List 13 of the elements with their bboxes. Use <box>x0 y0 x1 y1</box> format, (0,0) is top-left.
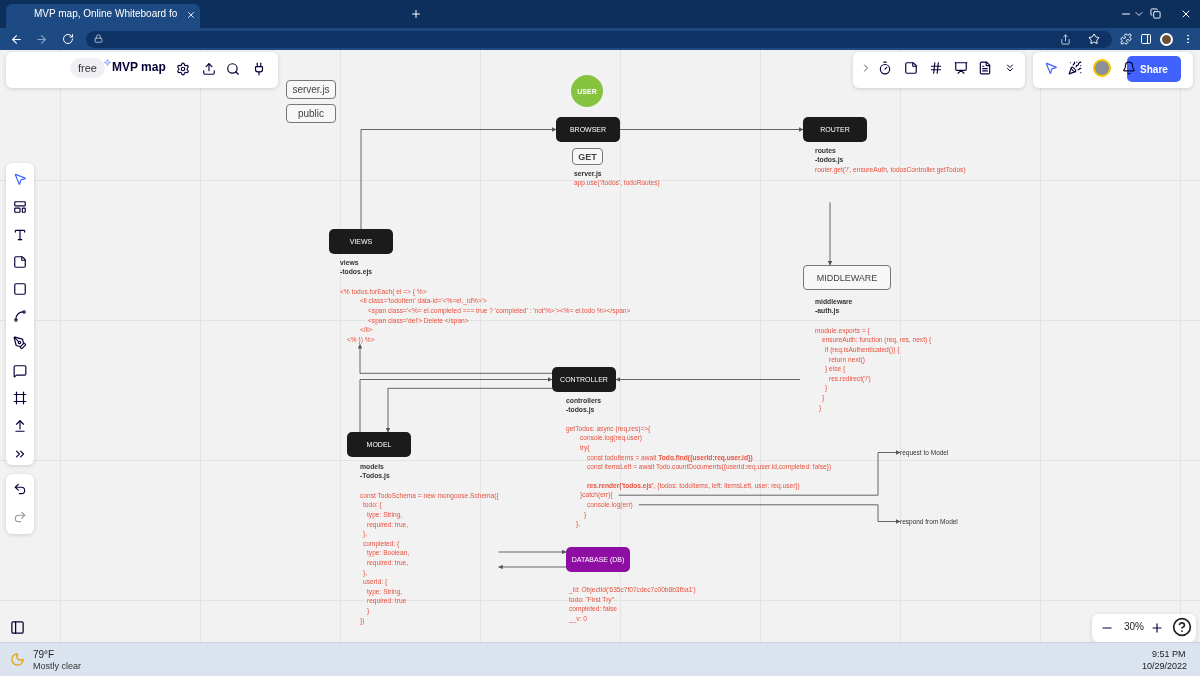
share-button: Share <box>1127 56 1181 82</box>
clock-date: 10/29/2022 <box>1142 661 1188 671</box>
clock-time: 9:51 PM <box>1152 649 1186 659</box>
temperature-text: 79°F <box>33 649 55 660</box>
plan-label: free <box>70 58 105 78</box>
weather-text: Mostly clear <box>33 661 81 671</box>
tab-title: MVP map, Online Whiteboard fo <box>34 8 178 19</box>
file-box: server.js <box>286 80 336 99</box>
zoom-level: 30% <box>1124 621 1144 632</box>
folder-box: public <box>286 104 336 123</box>
process-box: MIDDLEWARE <box>803 265 891 290</box>
method-box: GET <box>572 148 603 165</box>
board-title: MVP map <box>112 60 166 74</box>
